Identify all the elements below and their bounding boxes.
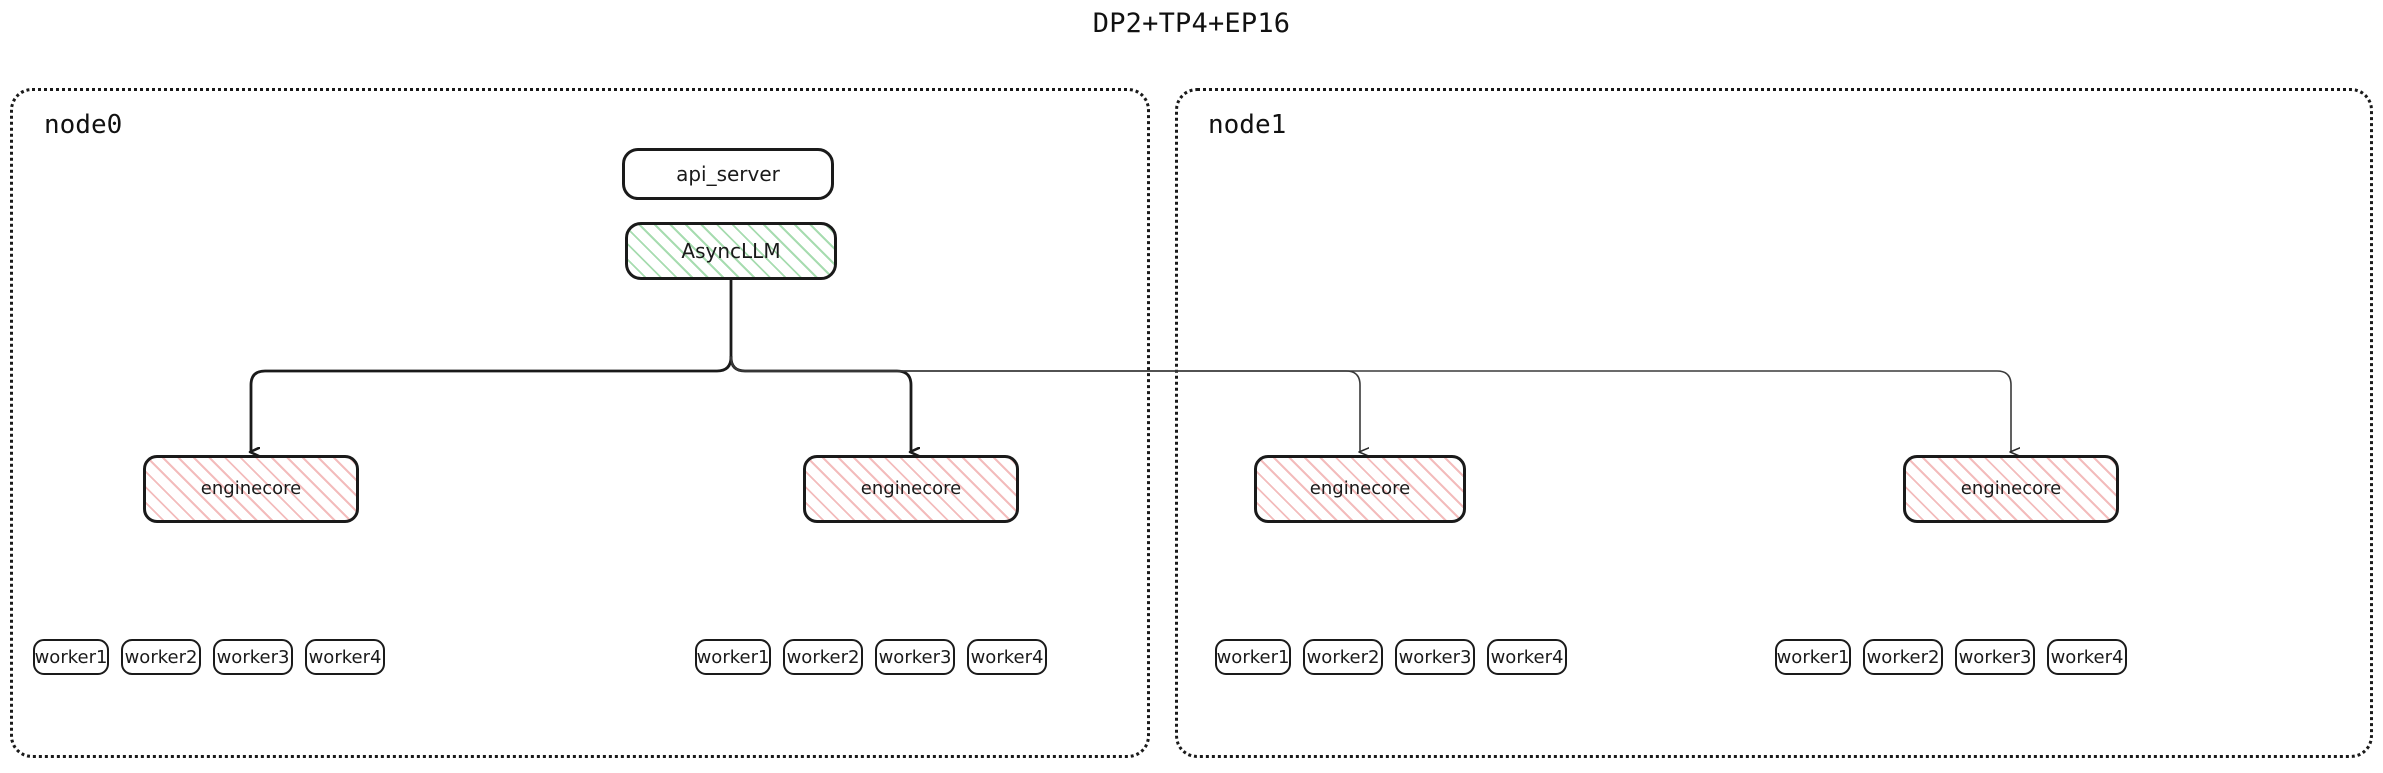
worker-label: worker4	[970, 646, 1044, 668]
worker-label: worker2	[124, 646, 198, 668]
worker-label: worker2	[786, 646, 860, 668]
node1-group1-worker1[interactable]: worker1	[1775, 639, 1851, 675]
node0-enginecore-0[interactable]: enginecore	[143, 455, 359, 523]
node0-component-api-server-label: api_server	[676, 162, 780, 186]
node-cluster-label-node0: node0	[44, 110, 123, 140]
worker-label: worker1	[34, 646, 108, 668]
node0-group0-worker4[interactable]: worker4	[305, 639, 385, 675]
worker-label: worker3	[1398, 646, 1472, 668]
node-cluster-label-node1: node1	[1208, 110, 1287, 140]
node1-group0-worker4[interactable]: worker4	[1487, 639, 1567, 675]
worker-label: worker4	[1490, 646, 1564, 668]
node1-enginecore-1[interactable]: enginecore	[1903, 455, 2119, 523]
node1-group1-worker2[interactable]: worker2	[1863, 639, 1943, 675]
node0-group0-worker3[interactable]: worker3	[213, 639, 293, 675]
node0-group0-worker2[interactable]: worker2	[121, 639, 201, 675]
worker-label: worker1	[696, 646, 770, 668]
node0-group1-worker1[interactable]: worker1	[695, 639, 771, 675]
node0-enginecore-1-label: enginecore	[860, 478, 962, 500]
node1-enginecore-0[interactable]: enginecore	[1254, 455, 1466, 523]
worker-label: worker1	[1216, 646, 1290, 668]
node1-group1-worker4[interactable]: worker4	[2047, 639, 2127, 675]
node0-enginecore-1[interactable]: enginecore	[803, 455, 1019, 523]
worker-label: worker3	[878, 646, 952, 668]
worker-label: worker3	[1958, 646, 2032, 668]
worker-label: worker4	[308, 646, 382, 668]
node0-group0-worker1[interactable]: worker1	[33, 639, 109, 675]
worker-label: worker3	[216, 646, 290, 668]
node0-component-asyncllm[interactable]: AsyncLLM	[625, 222, 837, 280]
node0-group1-worker3[interactable]: worker3	[875, 639, 955, 675]
worker-label: worker2	[1306, 646, 1380, 668]
node0-component-asyncllm-label: AsyncLLM	[681, 239, 781, 263]
node0-group1-worker4[interactable]: worker4	[967, 639, 1047, 675]
node1-group1-worker3[interactable]: worker3	[1955, 639, 2035, 675]
node1-group0-worker2[interactable]: worker2	[1303, 639, 1383, 675]
node0-enginecore-0-label: enginecore	[200, 478, 302, 500]
node0-group1-worker2[interactable]: worker2	[783, 639, 863, 675]
node1-enginecore-0-label: enginecore	[1309, 478, 1411, 500]
node1-enginecore-1-label: enginecore	[1960, 478, 2062, 500]
node0-component-api-server[interactable]: api_server	[622, 148, 834, 200]
node1-group0-worker1[interactable]: worker1	[1215, 639, 1291, 675]
node1-group0-worker3[interactable]: worker3	[1395, 639, 1475, 675]
worker-label: worker2	[1866, 646, 1940, 668]
worker-label: worker1	[1776, 646, 1850, 668]
page-title: DP2+TP4+EP16	[1092, 8, 1291, 39]
worker-label: worker4	[2050, 646, 2124, 668]
